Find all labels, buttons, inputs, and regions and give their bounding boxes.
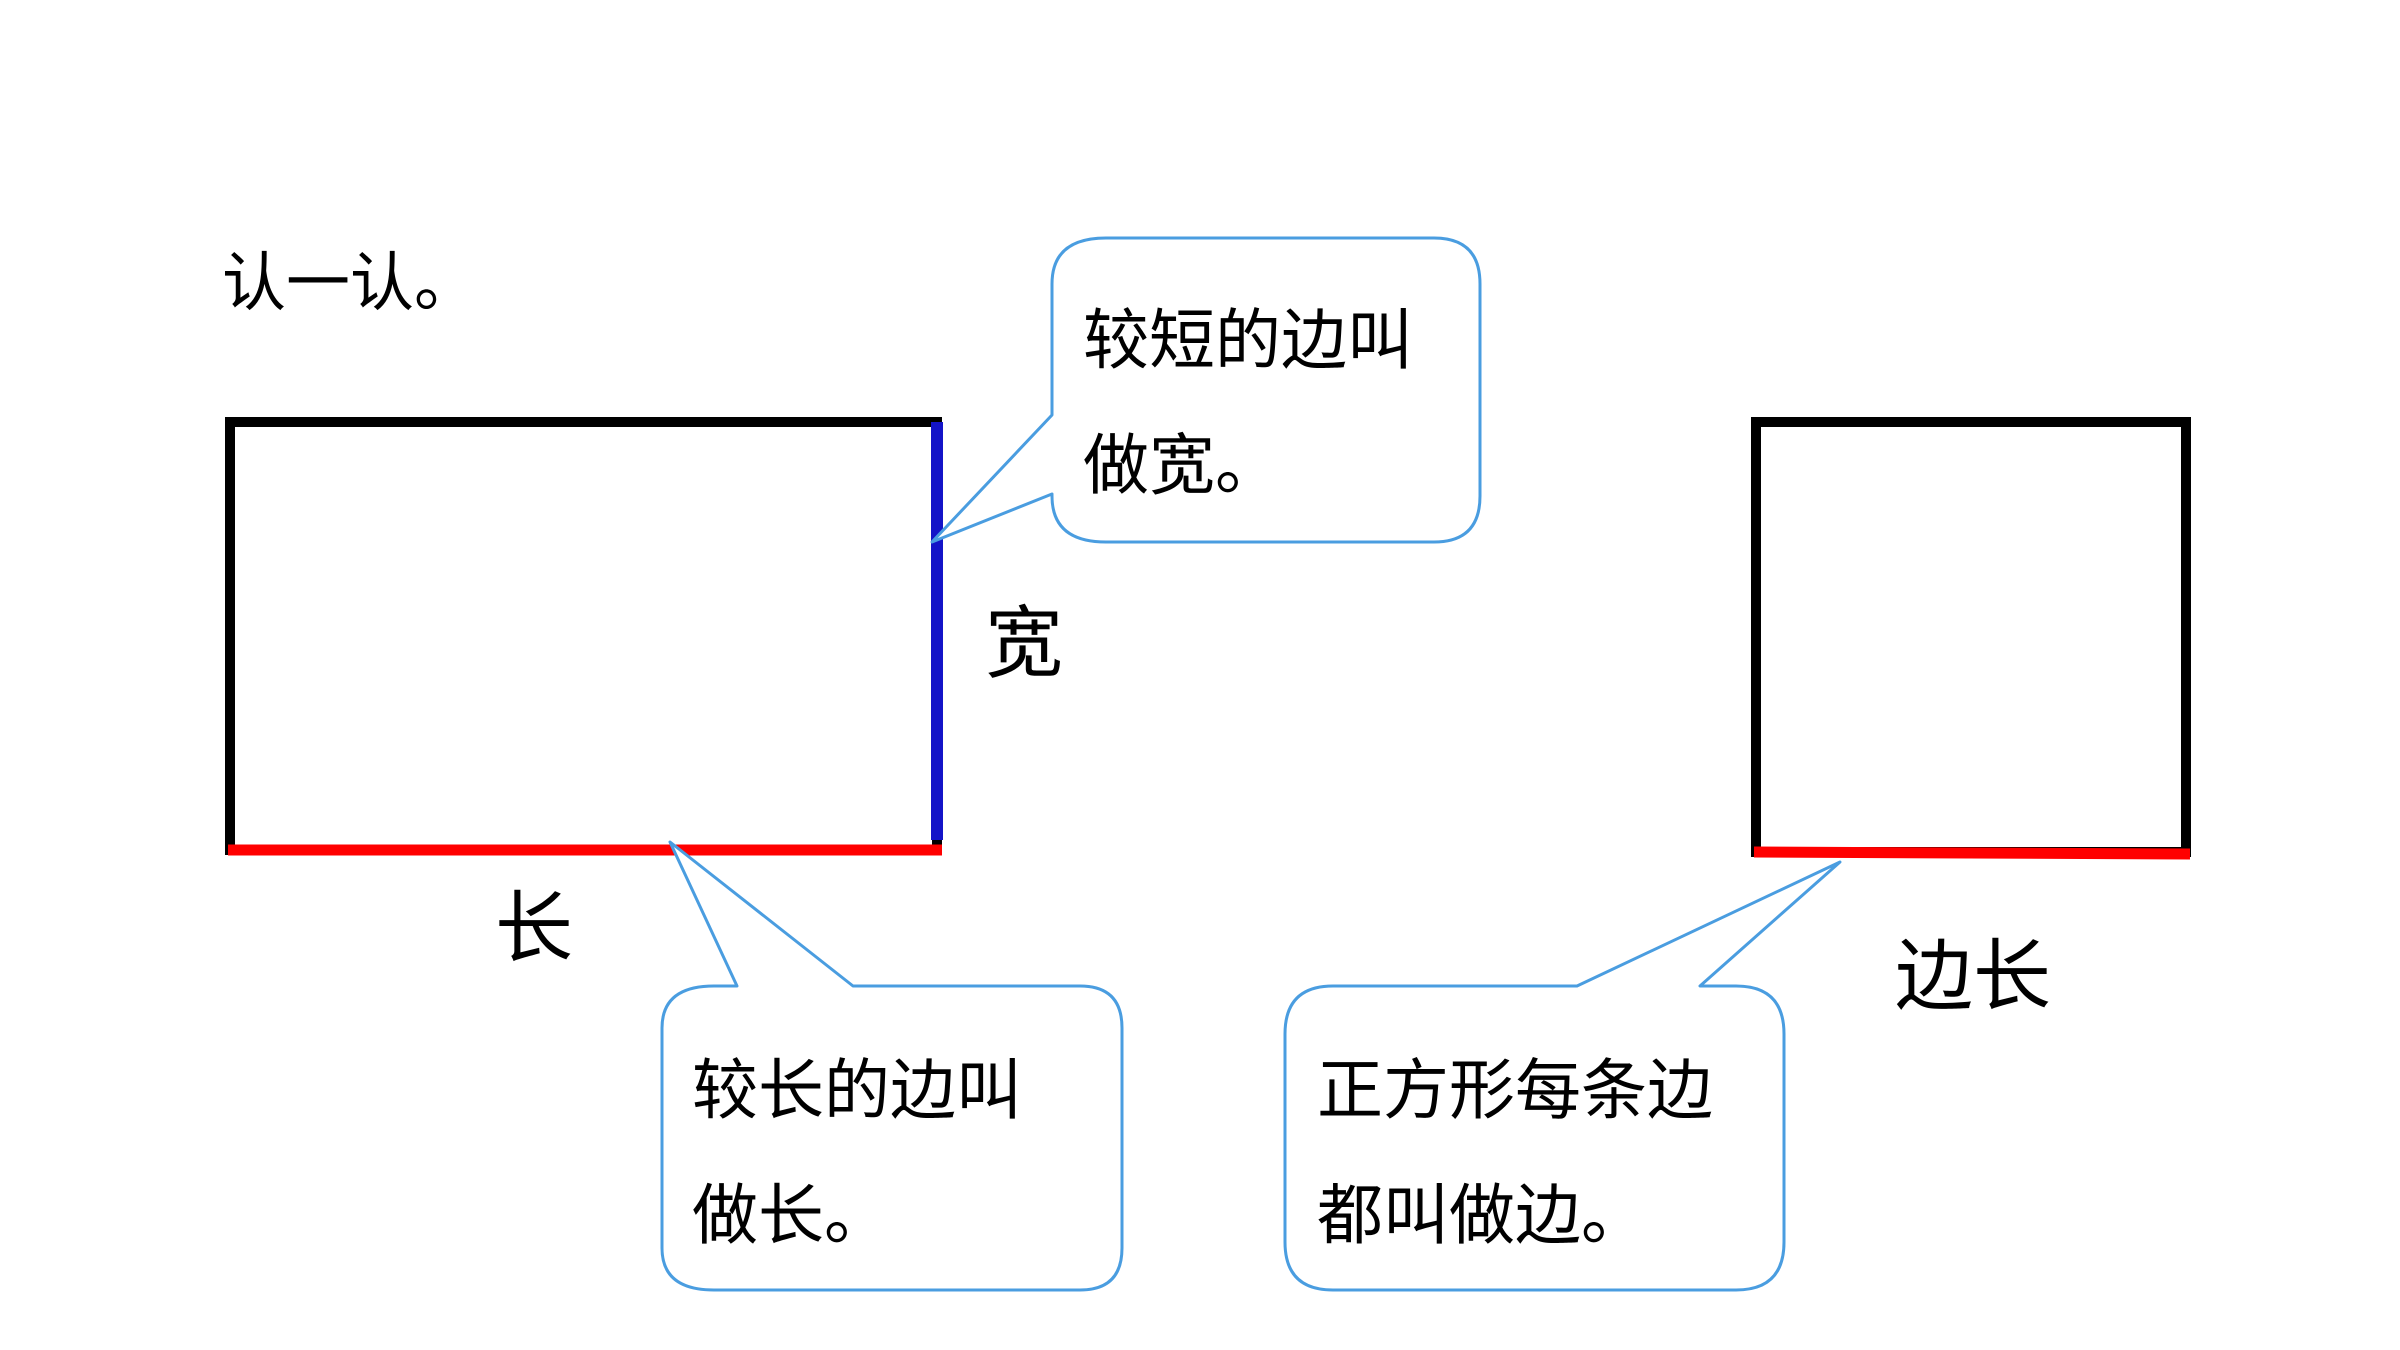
callout-square-line2: 都叫做边。 bbox=[1317, 1177, 1647, 1254]
callout-length-line2: 做长。 bbox=[692, 1177, 890, 1254]
callout-width-text: 较短的边叫 做宽。 bbox=[1083, 278, 1413, 528]
instruction-text: 认一认。 bbox=[222, 247, 478, 321]
callout-width-bubble bbox=[930, 236, 1482, 544]
square-side-label: 边长 bbox=[1895, 932, 2052, 1022]
rectangle bbox=[225, 417, 942, 855]
callout-square-bubble bbox=[1283, 860, 1842, 1292]
square bbox=[1751, 417, 2191, 857]
callout-width-line2: 做宽。 bbox=[1083, 427, 1281, 504]
callout-square-line1: 正方形每条边 bbox=[1317, 1052, 1713, 1129]
square-side bbox=[1753, 846, 2191, 860]
rectangle-length-label: 长 bbox=[495, 884, 574, 974]
callout-length-line1: 较长的边叫 bbox=[692, 1052, 1022, 1129]
callout-length-bubble bbox=[660, 840, 1124, 1292]
rectangle-width-label: 宽 bbox=[985, 599, 1064, 689]
callout-length-text: 较长的边叫 做长。 bbox=[692, 1028, 1022, 1278]
callout-square-text: 正方形每条边 都叫做边。 bbox=[1317, 1028, 1713, 1278]
callout-width-line1: 较短的边叫 bbox=[1083, 302, 1413, 379]
